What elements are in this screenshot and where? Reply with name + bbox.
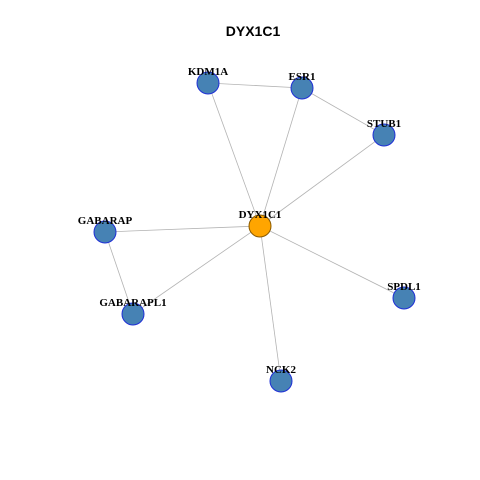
node-label-gabarapl1: GABARAPL1 bbox=[99, 297, 166, 309]
node-label-dyx1c1: DYX1C1 bbox=[239, 209, 282, 221]
edge-esr1-stub1 bbox=[301, 87, 385, 136]
node-label-esr1: ESR1 bbox=[289, 71, 316, 83]
node-label-gabarap: GABARAP bbox=[78, 215, 133, 227]
nodes-layer bbox=[93, 71, 416, 393]
node-spdl1 bbox=[392, 286, 416, 310]
edge-stub1-dyx1c1 bbox=[259, 134, 385, 227]
node-dyx1c1 bbox=[248, 214, 272, 238]
node-label-nck2: NCK2 bbox=[266, 364, 296, 376]
node-nck2 bbox=[269, 369, 293, 393]
diagram-title: DYX1C1 bbox=[226, 23, 281, 39]
node-gabarapl1 bbox=[121, 302, 145, 326]
node-label-kdm1a: KDM1A bbox=[188, 66, 228, 78]
edge-kdm1a-esr1 bbox=[207, 82, 303, 89]
node-kdm1a bbox=[196, 71, 220, 95]
edge-spdl1-dyx1c1 bbox=[259, 225, 405, 299]
edge-gabarap-dyx1c1 bbox=[104, 225, 261, 233]
edge-kdm1a-dyx1c1 bbox=[207, 82, 261, 227]
edge-nck2-dyx1c1 bbox=[259, 225, 282, 382]
edges-layer bbox=[104, 82, 405, 382]
node-stub1 bbox=[372, 123, 396, 147]
node-label-stub1: STUB1 bbox=[367, 118, 401, 130]
node-esr1 bbox=[290, 76, 314, 100]
edge-gabarap-gabarapl1 bbox=[104, 231, 134, 315]
edge-gabarapl1-dyx1c1 bbox=[132, 225, 261, 315]
edge-esr1-dyx1c1 bbox=[259, 87, 303, 227]
node-gabarap bbox=[93, 220, 117, 244]
node-label-spdl1: SPDL1 bbox=[387, 281, 421, 293]
